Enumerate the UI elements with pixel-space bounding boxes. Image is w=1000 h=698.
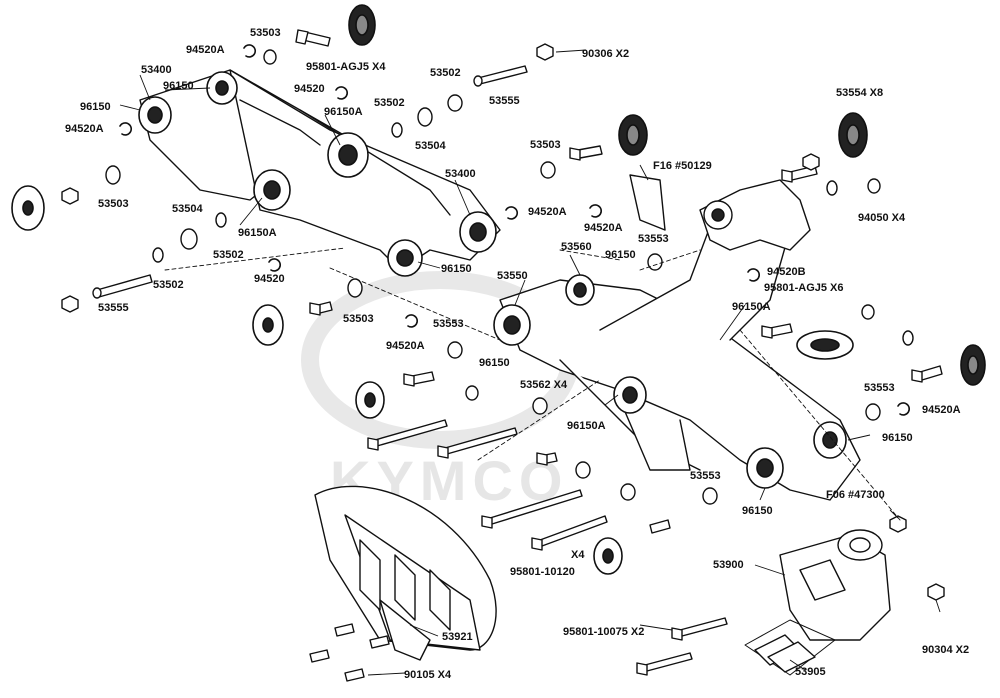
- part-label-53562-x4: 53562 X4: [520, 379, 568, 391]
- part-label-95801-AGJ5-x6: 95801-AGJ5 X6: [764, 282, 844, 294]
- part-label-96150: 96150: [742, 505, 773, 517]
- part-label-96150A: 96150A: [567, 420, 606, 432]
- part-label-53503: 53503: [98, 198, 129, 210]
- part-label-53503: 53503: [530, 139, 561, 151]
- part-label-94520B: 94520B: [767, 266, 806, 278]
- part-label-96150: 96150: [163, 80, 194, 92]
- part-label-96150: 96150: [441, 263, 472, 275]
- part-label-94520A: 94520A: [528, 206, 567, 218]
- upper-swing-arm: [139, 69, 501, 271]
- part-label-94520A: 94520A: [65, 123, 104, 135]
- disc-bolts: [309, 623, 390, 682]
- frame-f16: [629, 174, 811, 251]
- part-label-94520A: 94520A: [186, 44, 225, 56]
- brake-disc: [314, 485, 497, 661]
- part-label-95801-10120: 95801-10120: [510, 566, 575, 578]
- part-label-94520: 94520: [254, 273, 285, 285]
- part-label-53502: 53502: [374, 97, 405, 109]
- bolts: [92, 29, 943, 676]
- part-label-96150: 96150: [605, 249, 636, 261]
- part-label-94520A: 94520A: [584, 222, 623, 234]
- part-label-F06-47300: F06 #47300: [826, 489, 885, 501]
- part-label-53504: 53504: [172, 203, 203, 215]
- part-label-53921: 53921: [442, 631, 473, 643]
- part-label-53905: 53905: [795, 666, 826, 678]
- leader-lines: [119, 49, 941, 676]
- part-label-53400: 53400: [141, 64, 172, 76]
- part-label-53554-x8: 53554 X8: [836, 87, 884, 99]
- part-label-96150: 96150: [80, 101, 111, 113]
- part-label-53504: 53504: [415, 140, 446, 152]
- collars: [105, 49, 914, 505]
- part-label-53553: 53553: [690, 470, 721, 482]
- part-label-53502: 53502: [213, 249, 244, 261]
- part-label-94520: 94520: [294, 83, 325, 95]
- nuts: [61, 43, 945, 601]
- part-label-94050-x4: 94050 X4: [858, 212, 906, 224]
- part-label-53555: 53555: [489, 95, 520, 107]
- part-label-53502: 53502: [430, 67, 461, 79]
- part-label-96150A: 96150A: [238, 227, 277, 239]
- part-label-53553: 53553: [864, 382, 895, 394]
- part-label-53503: 53503: [250, 27, 281, 39]
- part-label-53400: 53400: [445, 168, 476, 180]
- part-label-90105-x4: 90105 X4: [404, 669, 452, 681]
- part-label-95801-10075-x2: 95801-10075 X2: [563, 626, 645, 638]
- part-label-53553: 53553: [433, 318, 464, 330]
- circlips: [119, 44, 911, 416]
- part-label-96150: 96150: [882, 432, 913, 444]
- part-label-F16-50129: F16 #50129: [653, 160, 712, 172]
- part-label-53502: 53502: [153, 279, 184, 291]
- part-label-94520A: 94520A: [922, 404, 961, 416]
- reference-lines: [164, 247, 901, 521]
- part-label-94520A: 94520A: [386, 340, 425, 352]
- part-label-96150A: 96150A: [324, 106, 363, 118]
- part-label-53900: 53900: [713, 559, 744, 571]
- brake-pads: [744, 619, 836, 676]
- part-label-90304-x2: 90304 X2: [922, 644, 970, 656]
- part-label-90306-x2: 90306 X2: [582, 48, 630, 60]
- part-label-96150: 96150: [479, 357, 510, 369]
- part-label-95801-AGJ5-x4: 95801-AGJ5 X4: [306, 61, 386, 73]
- part-label-53503: 53503: [343, 313, 374, 325]
- part-label-53555: 53555: [98, 302, 129, 314]
- part-label-x4: X4: [571, 549, 585, 561]
- part-label-96150A: 96150A: [732, 301, 771, 313]
- brake-caliper: [779, 529, 891, 641]
- part-label-53553: 53553: [638, 233, 669, 245]
- part-label-53550: 53550: [497, 270, 528, 282]
- part-label-53560: 53560: [561, 241, 592, 253]
